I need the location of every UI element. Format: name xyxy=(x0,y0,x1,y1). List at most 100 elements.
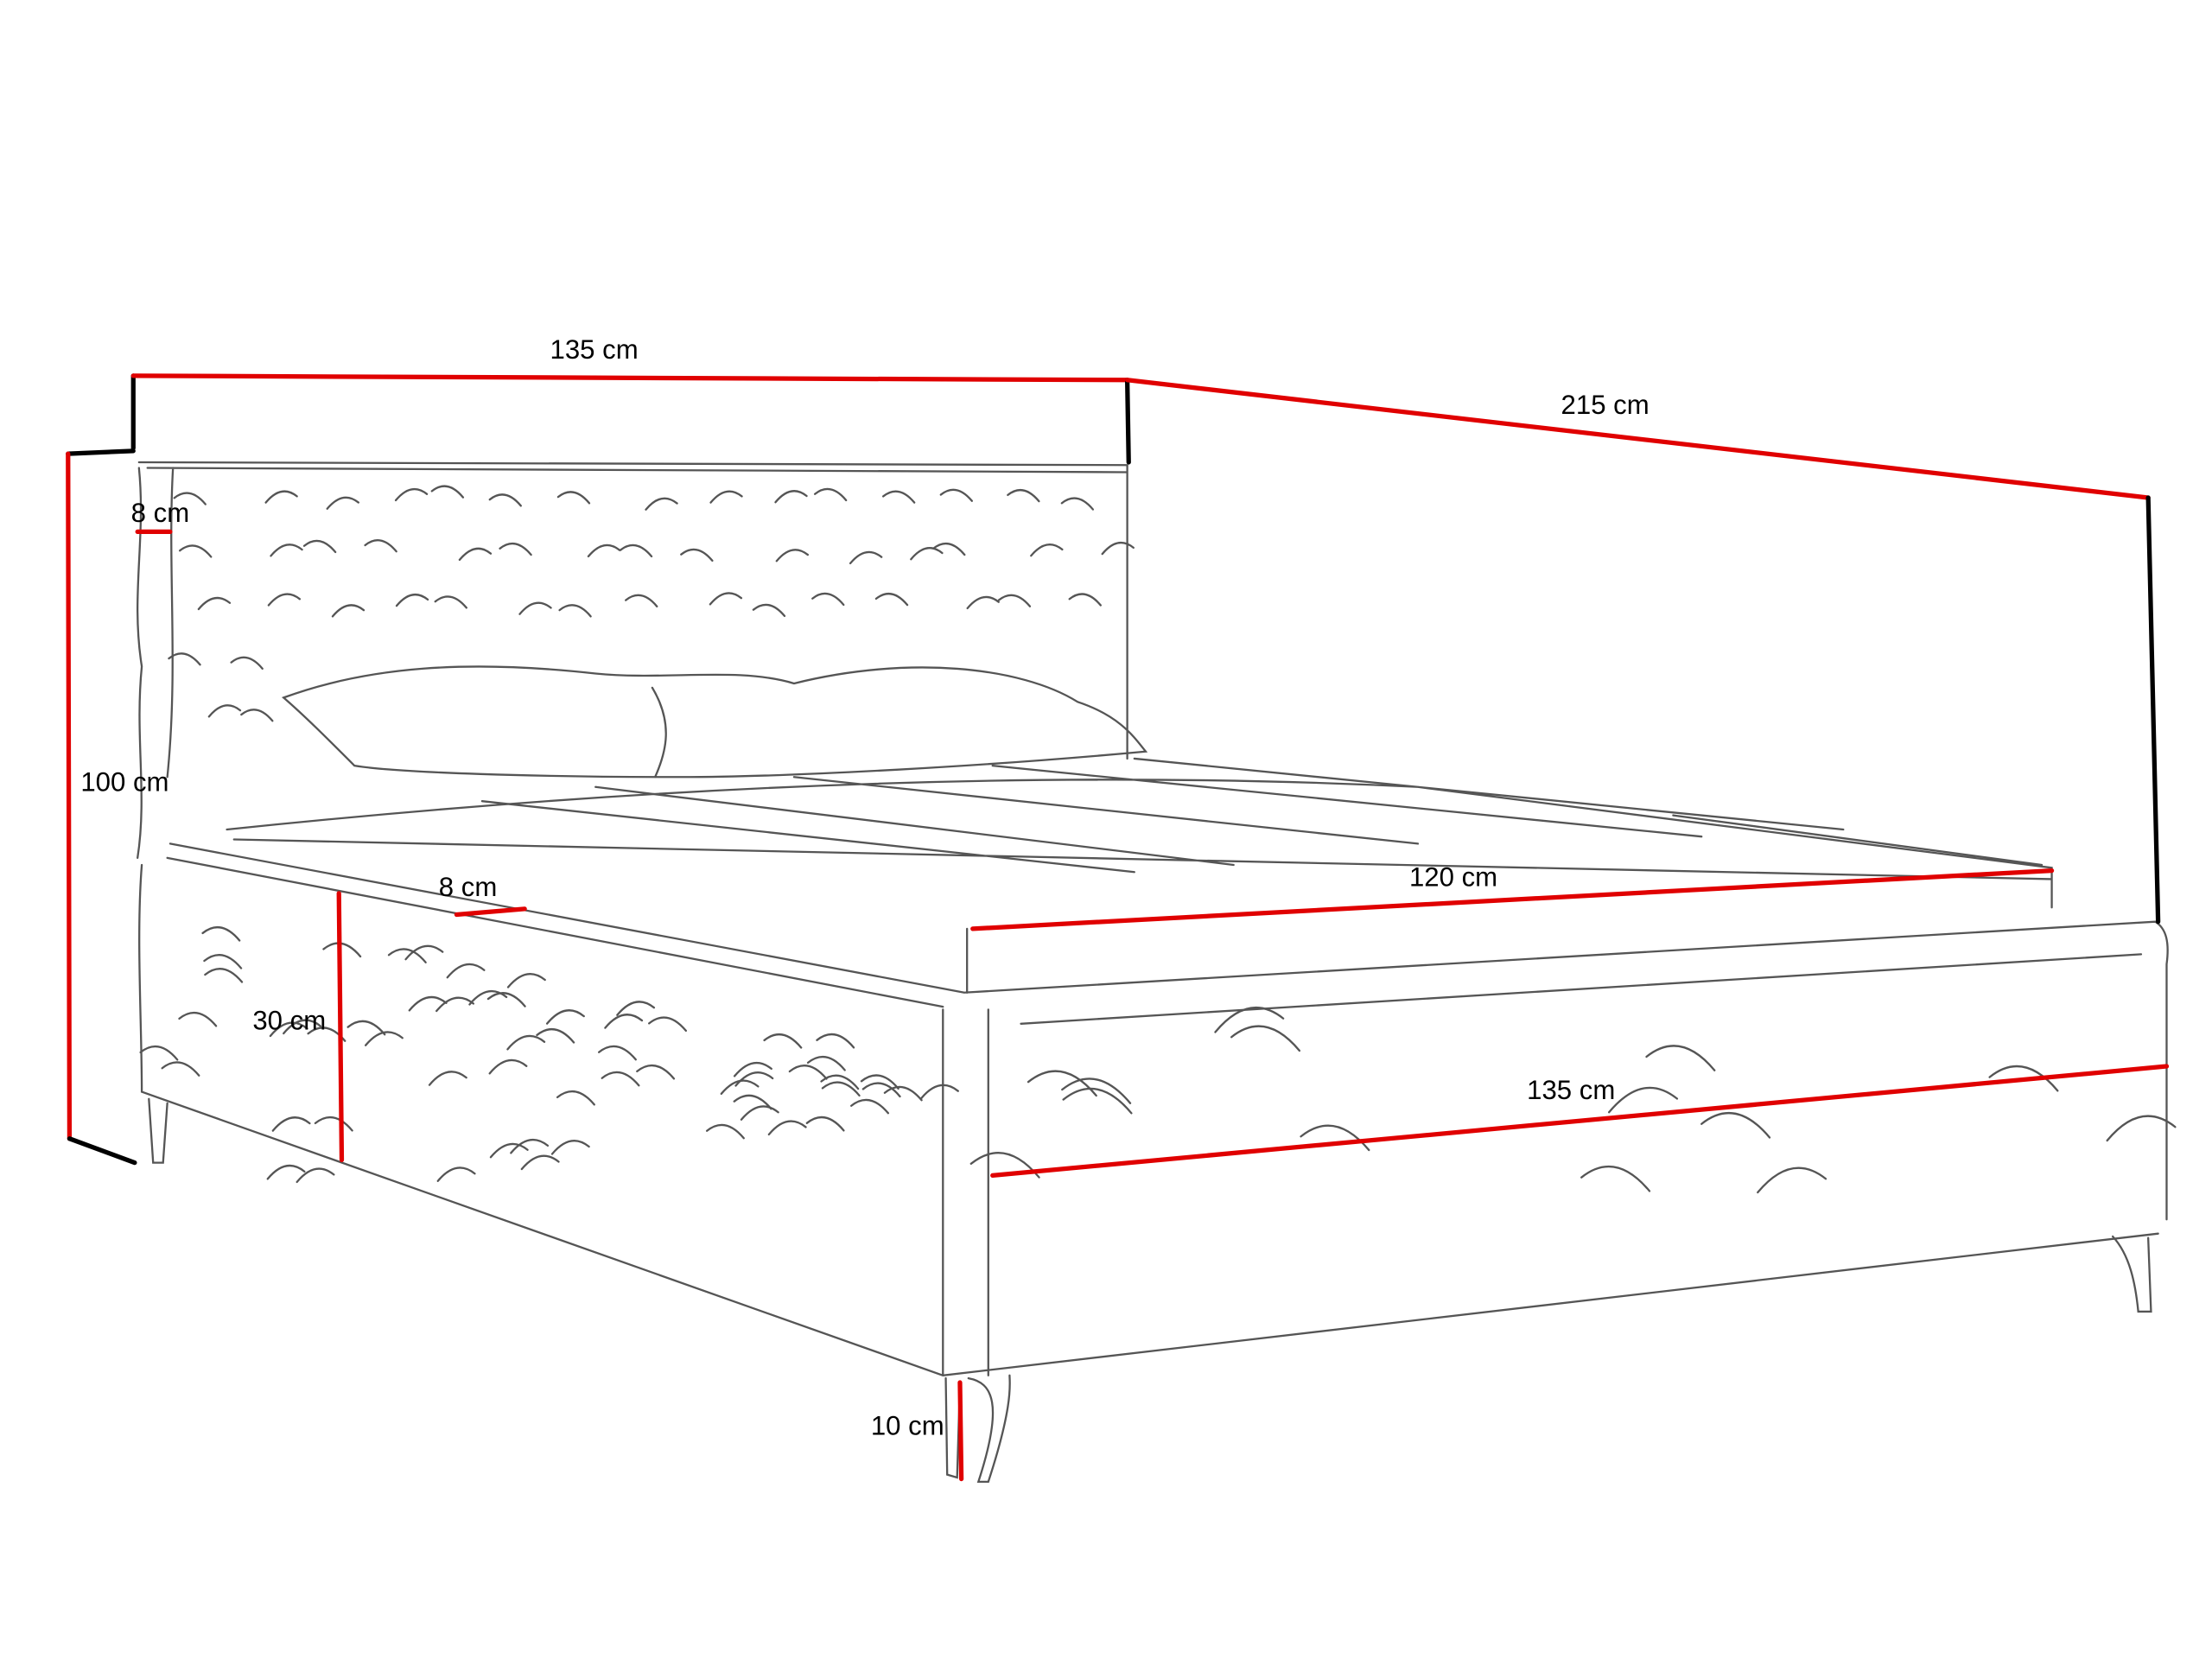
tuft-stroke xyxy=(1030,543,1064,557)
tuft-stroke xyxy=(774,490,808,504)
tuft-stroke xyxy=(510,1138,550,1154)
tuft-stroke xyxy=(230,656,264,670)
tuft-stroke xyxy=(387,948,427,963)
dimension-line-width-top xyxy=(130,373,1130,383)
tuft-stroke xyxy=(997,594,1032,607)
tuft-stroke xyxy=(1607,1086,1679,1114)
label-frame-border: 8 cm xyxy=(439,872,498,902)
leg-right xyxy=(2111,1235,2152,1313)
tuft-stroke xyxy=(709,592,743,606)
tuft-stroke xyxy=(364,539,397,553)
tuft-stroke xyxy=(271,1116,311,1132)
tuft-stroke xyxy=(969,1152,1040,1179)
label-bed-length: 215 cm xyxy=(1561,390,1649,420)
tuft-stroke xyxy=(346,1020,386,1036)
tuft-stroke xyxy=(919,1084,959,1100)
tuft-stroke xyxy=(767,1120,807,1136)
tuft-stroke xyxy=(395,594,429,607)
tuft-stroke xyxy=(173,492,207,505)
tuft-stroke xyxy=(616,1001,656,1016)
tuft-stroke xyxy=(270,543,303,557)
tuft-stroke xyxy=(428,1071,467,1086)
tuft-stroke xyxy=(1101,541,1135,556)
tuft-stroke xyxy=(883,1085,923,1102)
tuft-stroke xyxy=(1700,1112,1771,1139)
tuft-stroke xyxy=(326,496,359,510)
tuft-stroke xyxy=(314,1116,353,1132)
tuft-stroke xyxy=(201,925,241,942)
tuft-stroke xyxy=(499,542,532,556)
tuft-stroke xyxy=(446,963,486,979)
tuft-stroke xyxy=(203,954,243,969)
tuft-stroke xyxy=(1230,1025,1301,1052)
tuft-stroke xyxy=(468,989,508,1006)
tuft-stroke xyxy=(932,542,966,556)
extension-line xyxy=(66,448,136,456)
tuft-stroke xyxy=(775,549,810,563)
tuft-stroke xyxy=(267,593,302,607)
tuft-stroke xyxy=(518,601,552,615)
tuft-stroke xyxy=(331,604,365,618)
tuft-stroke xyxy=(939,488,974,502)
tuft-stroke xyxy=(488,1058,528,1075)
mattress xyxy=(226,757,2053,994)
label-base-width: 135 cm xyxy=(1527,1075,1615,1105)
bed-outline xyxy=(137,461,2169,1484)
tuft-stroke xyxy=(587,543,621,558)
tuft-stroke xyxy=(821,1081,861,1097)
tuft-stroke xyxy=(269,1021,308,1038)
tuft-stroke xyxy=(556,1090,595,1106)
tuft-stroke xyxy=(322,942,362,958)
tuft-stroke xyxy=(705,1123,745,1140)
tuft-stroke xyxy=(806,1055,846,1071)
tuft-stroke xyxy=(1062,1087,1133,1115)
tuft-stroke xyxy=(436,1166,476,1182)
tuft-stroke xyxy=(1580,1166,1651,1192)
tuft-stroke xyxy=(1757,1166,1827,1194)
extension-line xyxy=(67,1136,137,1166)
tuft-stroke xyxy=(435,996,475,1013)
dimension-line-leg-height xyxy=(957,1380,964,1482)
leg-left xyxy=(148,1097,168,1164)
tuft-stroke xyxy=(752,603,786,618)
tuft-stroke xyxy=(813,487,848,502)
tuft-stroke xyxy=(264,490,298,504)
label-mattress-width: 120 cm xyxy=(1409,862,1497,893)
tuft-stroke xyxy=(404,944,444,961)
tuft-stroke xyxy=(849,550,883,565)
tuft-stroke xyxy=(910,547,944,561)
dimension-line-base-width xyxy=(990,1064,2170,1179)
tuft-stroke xyxy=(545,1009,585,1025)
tuft-stroke xyxy=(733,1094,772,1110)
tuft-stroke xyxy=(458,547,493,562)
tuft-stroke xyxy=(604,1014,644,1029)
tuft-stroke xyxy=(506,973,546,988)
tuft-stroke xyxy=(302,539,337,554)
tuft-stroke xyxy=(197,596,232,611)
tuft-stroke xyxy=(763,1033,803,1049)
tuft-stroke xyxy=(1007,489,1040,503)
tuft-stroke xyxy=(1214,1007,1285,1033)
tuft-stroke xyxy=(860,1074,899,1090)
tuft-stroke xyxy=(556,491,591,505)
tuft-stroke xyxy=(966,595,1000,610)
tuft-stroke xyxy=(179,544,213,558)
tuft-stroke xyxy=(2106,1115,2177,1142)
dimension-line-height xyxy=(66,451,73,1141)
tuft-stroke xyxy=(874,593,909,607)
extension-line xyxy=(1124,378,1131,465)
tuft-stroke xyxy=(204,968,244,983)
tuft-stroke xyxy=(734,1071,774,1087)
tuft-stroke xyxy=(1027,1070,1097,1097)
tuft-stroke xyxy=(550,1140,590,1155)
tuft-stroke xyxy=(680,548,714,563)
tuft-stroke xyxy=(266,1164,306,1180)
tuft-stroke xyxy=(1645,1045,1716,1071)
tuft-stroke xyxy=(648,1016,688,1033)
tuft-stroke xyxy=(861,1082,901,1098)
tuft-stroke xyxy=(408,995,448,1012)
tuft-stroke xyxy=(394,487,429,502)
tuft-stroke xyxy=(536,1027,575,1044)
tuft-stroke xyxy=(601,1071,640,1087)
tuft-stroke xyxy=(805,1116,845,1132)
